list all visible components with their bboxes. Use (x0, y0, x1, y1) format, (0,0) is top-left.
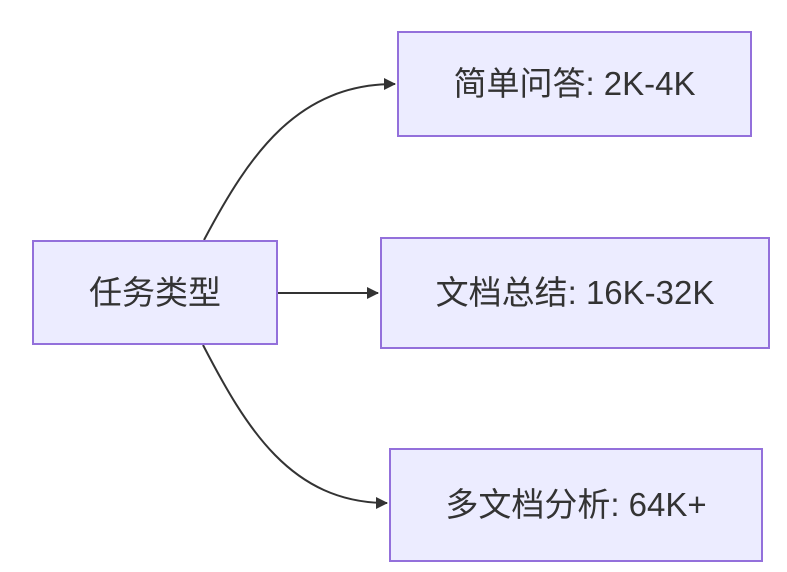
node-doc-summary-label: 文档总结: 16K-32K (435, 274, 715, 312)
node-doc-summary: 文档总结: 16K-32K (380, 237, 770, 349)
node-simple-qa-label: 简单问答: 2K-4K (453, 65, 696, 103)
node-multidoc-analysis: 多文档分析: 64K+ (389, 448, 763, 562)
node-simple-qa: 简单问答: 2K-4K (397, 31, 752, 137)
node-task-type-label: 任务类型 (89, 273, 221, 311)
edge-root-to-multidoc-analysis (202, 344, 388, 509)
edge-root-to-simple-qa (203, 78, 396, 241)
node-task-type: 任务类型 (32, 240, 278, 345)
node-multidoc-analysis-label: 多文档分析: 64K+ (445, 486, 707, 524)
